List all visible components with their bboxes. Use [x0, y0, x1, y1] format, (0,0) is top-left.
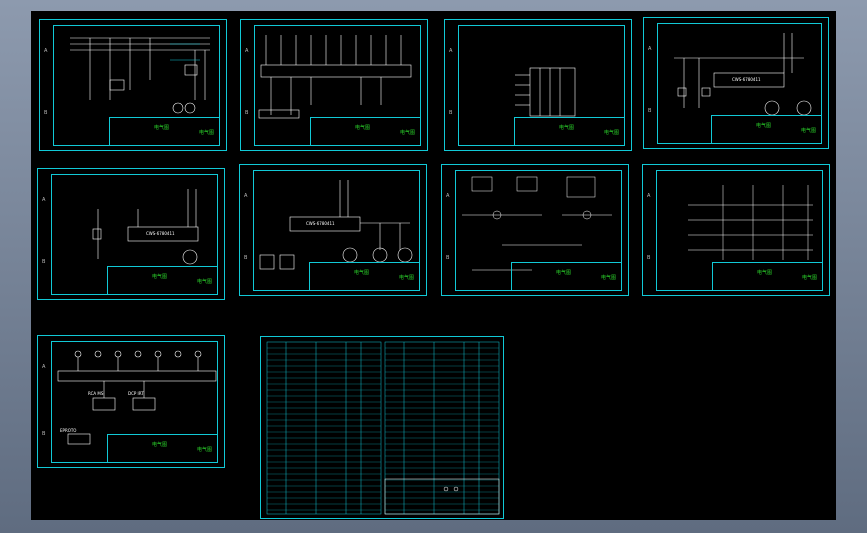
drawing-sheet-8[interactable]: A B 电气图 电气图 — [642, 164, 830, 296]
schematic-8 — [688, 185, 813, 260]
schematic-4 — [674, 33, 812, 116]
title-block-3[interactable]: 电气图 电气图 — [514, 117, 625, 146]
margin-mark-a: A — [244, 193, 248, 199]
chip-label: CWS-6780411 — [146, 231, 175, 236]
margin-mark-a: A — [648, 46, 652, 52]
title-block-sheet-no: 电气图 — [399, 130, 415, 136]
margin-mark-a: A — [245, 48, 249, 54]
title-block-title: 电气图 — [354, 270, 370, 276]
margin-mark-b: B — [44, 110, 48, 116]
title-block-title: 电气图 — [355, 125, 371, 131]
title-block-sheet-no: 电气图 — [196, 447, 212, 453]
schematic-6 — [259, 180, 413, 270]
margin-mark-b: B — [245, 110, 249, 116]
margin-mark-a: A — [647, 193, 651, 199]
title-block-5[interactable]: 电气图 电气图 — [107, 266, 218, 295]
margin-mark-b: B — [648, 108, 652, 114]
schematic-7 — [462, 176, 612, 271]
schematic-3 — [515, 67, 576, 117]
drawing-sheet-5[interactable]: A B CWS-6780411 电气图 电气图 — [37, 168, 225, 300]
cad-canvas[interactable]: A B 电气图 电气图 A B — [31, 11, 836, 520]
chip-label: CWS-6780411 — [306, 221, 335, 226]
title-block-sheet-no: 电气图 — [398, 275, 414, 281]
margin-mark-b: B — [42, 259, 46, 265]
schematic-2 — [258, 35, 412, 119]
title-block-6[interactable]: 电气图 电气图 — [309, 262, 420, 291]
title-block-title: 电气图 — [556, 270, 572, 276]
margin-mark-a: A — [42, 197, 46, 203]
drawing-sheet-4[interactable]: A B CWS-6780411 电气图 电气图 — [643, 17, 829, 149]
margin-mark-a: A — [446, 193, 450, 199]
title-block-title: 电气图 — [152, 274, 168, 280]
title-block-1[interactable]: 电气图 电气图 — [109, 117, 220, 146]
title-block-4[interactable]: 电气图 电气图 — [711, 115, 822, 144]
bottom-tag-label: EPROTO — [60, 428, 77, 433]
margin-mark-b: B — [446, 255, 450, 261]
title-block-2[interactable]: 电气图 电气图 — [310, 117, 421, 146]
title-block-9[interactable]: 电气图 电气图 — [107, 434, 218, 463]
title-block-title: 电气图 — [756, 123, 772, 129]
margin-mark-b: B — [42, 431, 46, 437]
relay-a-label: RCA MS — [88, 391, 104, 396]
title-block-title: 电气图 — [152, 442, 168, 448]
title-block-title: 电气图 — [757, 270, 773, 276]
drawing-sheet-2[interactable]: A B 电气图 电气图 — [240, 19, 428, 151]
margin-mark-a: A — [449, 48, 453, 54]
drawing-sheet-1[interactable]: A B 电气图 电气图 — [39, 19, 227, 151]
margin-mark-b: B — [647, 255, 651, 261]
title-block-7[interactable]: 电气图 电气图 — [511, 262, 622, 291]
title-block-8[interactable]: 电气图 电气图 — [712, 262, 823, 291]
drawing-sheet-6[interactable]: A B CWS-6780411 电气图 电气图 — [239, 164, 427, 296]
title-block-sheet-no: 电气图 — [196, 279, 212, 285]
title-block-sheet-no: 电气图 — [198, 130, 214, 136]
drawing-sheet-7[interactable]: A B 电气图 电气图 — [441, 164, 629, 296]
title-block-sheet-no: 电气图 — [600, 275, 616, 281]
margin-mark-b: B — [449, 110, 453, 116]
title-block-sheet-no: 电气图 — [603, 130, 619, 136]
margin-mark-a: A — [42, 364, 46, 370]
drawing-sheet-9[interactable]: A B RCA MS DCP IRT EPROTO 电气图 电气图 — [37, 335, 225, 468]
drawing-sheet-3[interactable]: A B 电气图 电气图 — [444, 19, 632, 151]
margin-mark-a: A — [44, 48, 48, 54]
relay-b-label: DCP IRT — [128, 391, 144, 396]
schematic-9 — [57, 350, 217, 445]
parts-list-sheet[interactable] — [260, 336, 504, 519]
title-block-sheet-no: 电气图 — [801, 275, 817, 281]
margin-mark-b: B — [244, 255, 248, 261]
parts-list-grid — [266, 341, 500, 515]
schematic-1 — [70, 37, 210, 114]
title-block-title: 电气图 — [559, 125, 575, 131]
chip-label: CWS-6780411 — [732, 77, 761, 82]
schematic-5 — [92, 189, 199, 265]
title-block-sheet-no: 电气图 — [800, 128, 816, 134]
title-block-title: 电气图 — [154, 125, 170, 131]
